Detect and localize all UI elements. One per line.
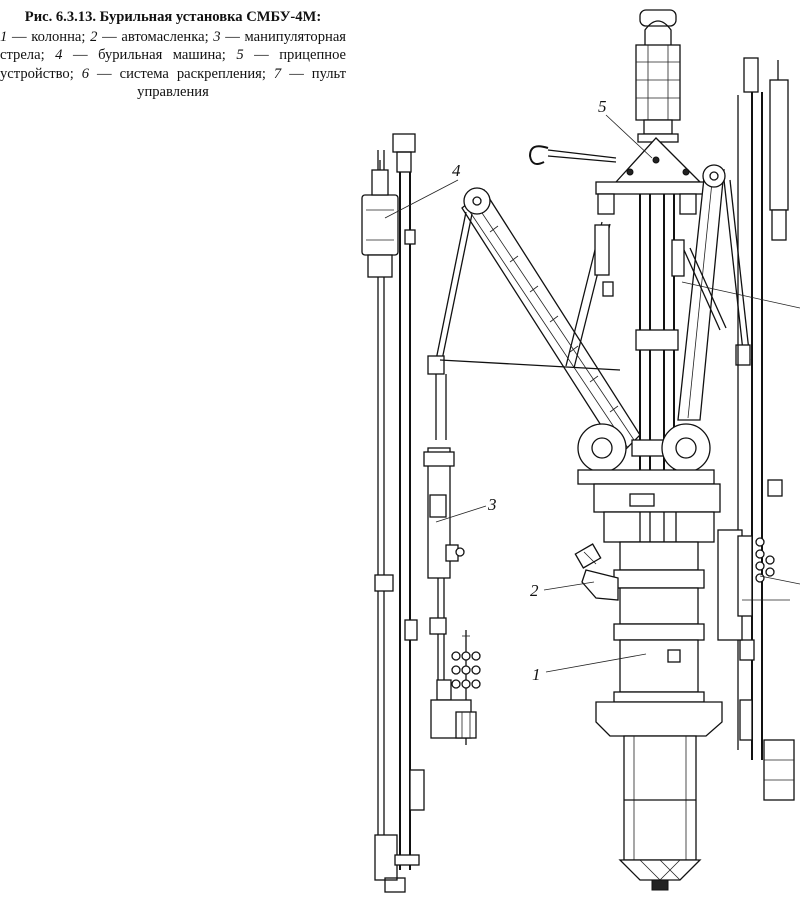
label-4: 4 xyxy=(452,161,461,180)
legend-num-2: 2 xyxy=(90,28,98,45)
caption-title: Рис. 6.3.13. Бурильная установка СМБУ-4М… xyxy=(24,9,322,25)
legend-num-3: 3 xyxy=(213,28,221,45)
legend-num-1: 1 xyxy=(0,28,8,45)
label-1: 1 xyxy=(532,665,541,684)
right-control-panel xyxy=(717,529,790,641)
control-panel xyxy=(430,630,481,745)
column xyxy=(593,483,723,891)
legend-num-7: 7 xyxy=(273,65,282,82)
figure-caption: Рис. 6.3.13. Бурильная установка СМБУ-4М… xyxy=(0,8,346,102)
label-3: 3 xyxy=(487,495,497,514)
legend-text-4: бурильная машина xyxy=(98,47,222,64)
legend-num-6: 6 xyxy=(81,65,90,82)
boom-pulleys xyxy=(577,423,715,485)
drill-machine xyxy=(361,160,399,278)
legend-text-2: автомасленка xyxy=(121,28,205,45)
legend-text-6: система раскрепления xyxy=(119,65,262,82)
legend-text-1: колонна xyxy=(31,28,82,45)
legend-text-7: пульт управления xyxy=(137,65,347,101)
right-boom xyxy=(671,164,751,421)
right-mast xyxy=(737,57,795,801)
label-2: 2 xyxy=(530,581,539,600)
legend-num-4: 4 xyxy=(55,47,63,64)
legend-text-5: прицепное устройство xyxy=(0,47,347,82)
caption-legend: 1 — колонна; 2 — автомасленка; 3 — манип… xyxy=(0,28,347,101)
leader-lines xyxy=(384,114,800,673)
label-5: 5 xyxy=(598,97,607,116)
auto-lubricator xyxy=(574,543,619,601)
manipulator-boom xyxy=(423,187,641,701)
legend-num-5: 5 xyxy=(236,47,244,64)
legend-text-3: манипуляторная стрела xyxy=(0,28,347,64)
